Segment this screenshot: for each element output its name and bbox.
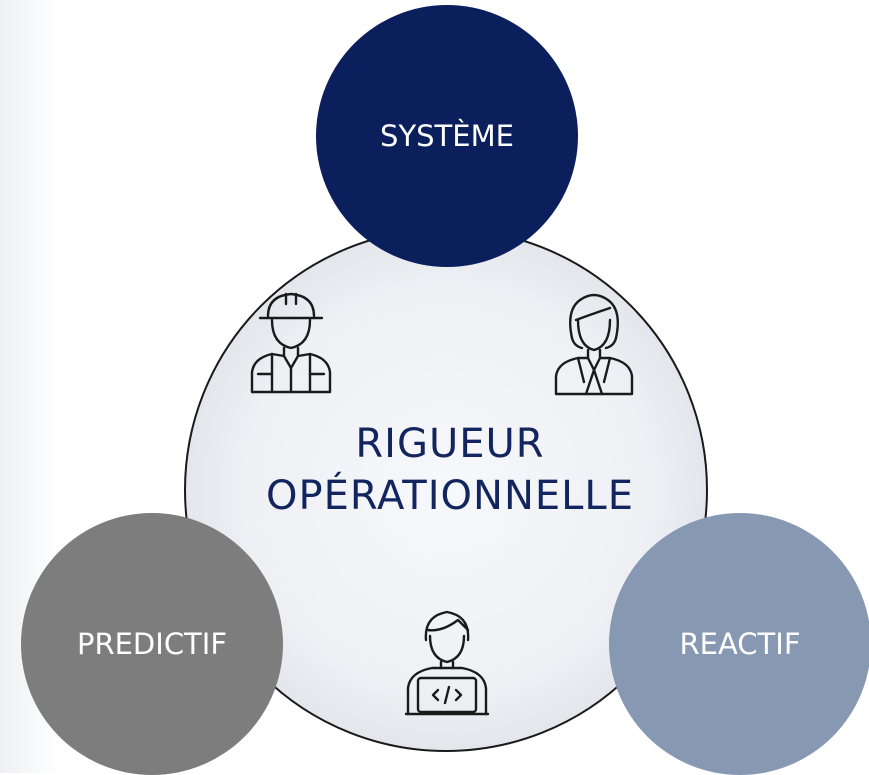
center-title-line2: OPÉRATIONNELLE <box>266 473 634 519</box>
reactif-node: REACTIF <box>609 513 869 775</box>
center-title: RIGUEUR OPÉRATIONNELLE <box>240 418 660 522</box>
systeme-label: SYSTÈME <box>380 119 514 153</box>
systeme-node: SYSTÈME <box>316 5 578 267</box>
reactif-label: REACTIF <box>679 627 801 661</box>
center-title-line1: RIGUEUR <box>355 421 545 467</box>
businesswoman-icon <box>552 290 636 400</box>
worker-hardhat-icon <box>246 288 336 398</box>
predictif-node: PREDICTIF <box>21 513 283 775</box>
predictif-label: PREDICTIF <box>76 627 228 661</box>
developer-laptop-icon <box>402 606 492 718</box>
